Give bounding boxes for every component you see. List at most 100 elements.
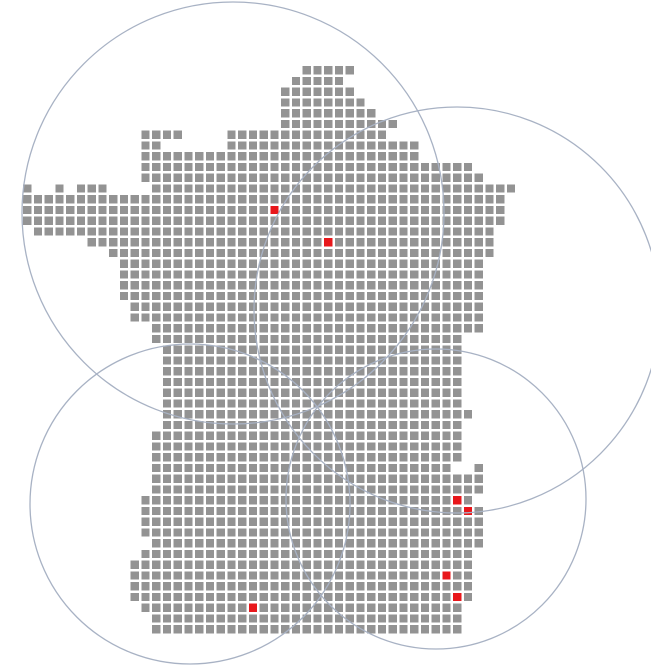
grid-cell (388, 227, 397, 236)
grid-cell (173, 216, 182, 225)
grid-cell (302, 356, 311, 365)
grid-cell (281, 453, 290, 462)
grid-cell (302, 227, 311, 236)
grid-cell (377, 130, 387, 139)
grid-cell (410, 625, 419, 634)
grid-cell (431, 625, 440, 634)
grid-cell (184, 334, 193, 344)
grid-cell (227, 227, 236, 236)
grid-cell (173, 431, 182, 440)
grid-cell (388, 291, 397, 301)
grid-cell (291, 377, 301, 387)
grid-cell (410, 603, 419, 612)
grid-cell (195, 291, 204, 301)
grid-cell (442, 173, 451, 182)
grid-cell (453, 377, 462, 387)
grid-cell (270, 184, 279, 193)
grid-cell (474, 195, 483, 204)
grid-cell (270, 141, 279, 150)
grid-cell (431, 420, 440, 430)
grid-cell (184, 388, 193, 397)
grid-cell (367, 367, 376, 376)
grid-cell (399, 259, 408, 268)
grid-cell (162, 302, 172, 311)
grid-cell (259, 356, 268, 365)
grid-cell (173, 291, 182, 301)
grid-cell (324, 377, 333, 387)
grid-cell (184, 324, 193, 333)
grid-cell (442, 195, 451, 204)
grid-cell (410, 474, 419, 483)
grid-cell (184, 496, 193, 505)
grid-cell (302, 205, 311, 215)
grid-cell (184, 420, 193, 430)
grid-cell (334, 162, 344, 172)
grid-cell (345, 614, 354, 623)
grid-cell (474, 539, 483, 548)
grid-cell (388, 506, 397, 516)
grid-cell (205, 238, 215, 247)
grid-cell (259, 463, 268, 473)
grid-cell (173, 130, 182, 139)
grid-cell (399, 560, 408, 569)
grid-cell (270, 334, 279, 344)
grid-cell (399, 356, 408, 365)
grid-cell (420, 334, 430, 344)
grid-cell (313, 313, 322, 322)
grid-cell (324, 528, 333, 537)
grid-cell (205, 281, 215, 290)
grid-cell (431, 614, 440, 623)
grid-cell (119, 205, 129, 215)
grid-cell (281, 302, 290, 311)
grid-cell (463, 410, 473, 419)
grid-cell (248, 184, 258, 193)
grid-cell (216, 184, 225, 193)
grid-cell (152, 431, 161, 440)
grid-cell (463, 238, 473, 247)
grid-cell (485, 184, 494, 193)
grid-cell (463, 313, 473, 322)
grid-cell (399, 410, 408, 419)
grid-cell (227, 560, 236, 569)
grid-cell (356, 496, 365, 505)
grid-cell (173, 367, 182, 376)
grid-cell (248, 528, 258, 537)
grid-cell (184, 549, 193, 559)
grid-cell (442, 259, 451, 268)
grid-cell (420, 324, 430, 333)
grid-cell (431, 334, 440, 344)
grid-cell (377, 420, 387, 430)
grid-cell (270, 324, 279, 333)
grid-cell (356, 356, 365, 365)
grid-cell (377, 205, 387, 215)
coverage-circles (21, 1, 651, 665)
grid-cell (388, 377, 397, 387)
grid-cell (420, 517, 430, 526)
grid-cell (334, 345, 344, 354)
grid-cell (216, 173, 225, 182)
grid-cell (141, 130, 150, 139)
grid-cell (474, 248, 483, 258)
grid-cell (270, 356, 279, 365)
grid-cell (442, 205, 451, 215)
grid-cell (410, 463, 419, 473)
grid-cell (313, 270, 322, 279)
grid-cell (205, 334, 215, 344)
grid-cell (184, 152, 193, 161)
grid-cell (259, 238, 268, 247)
grid-cell (227, 195, 236, 204)
grid-cell (345, 377, 354, 387)
grid-cell (162, 603, 172, 612)
grid-cell (227, 173, 236, 182)
grid-cell (345, 259, 354, 268)
grid-cell (302, 560, 311, 569)
grid-cell (270, 152, 279, 161)
grid-cell (388, 592, 397, 602)
grid-cell (227, 474, 236, 483)
grid-cell (238, 130, 247, 139)
grid-cell (216, 388, 225, 397)
grid-cell (227, 399, 236, 408)
grid-cell (367, 141, 376, 150)
grid-cell (205, 496, 215, 505)
grid-cell (98, 184, 107, 193)
